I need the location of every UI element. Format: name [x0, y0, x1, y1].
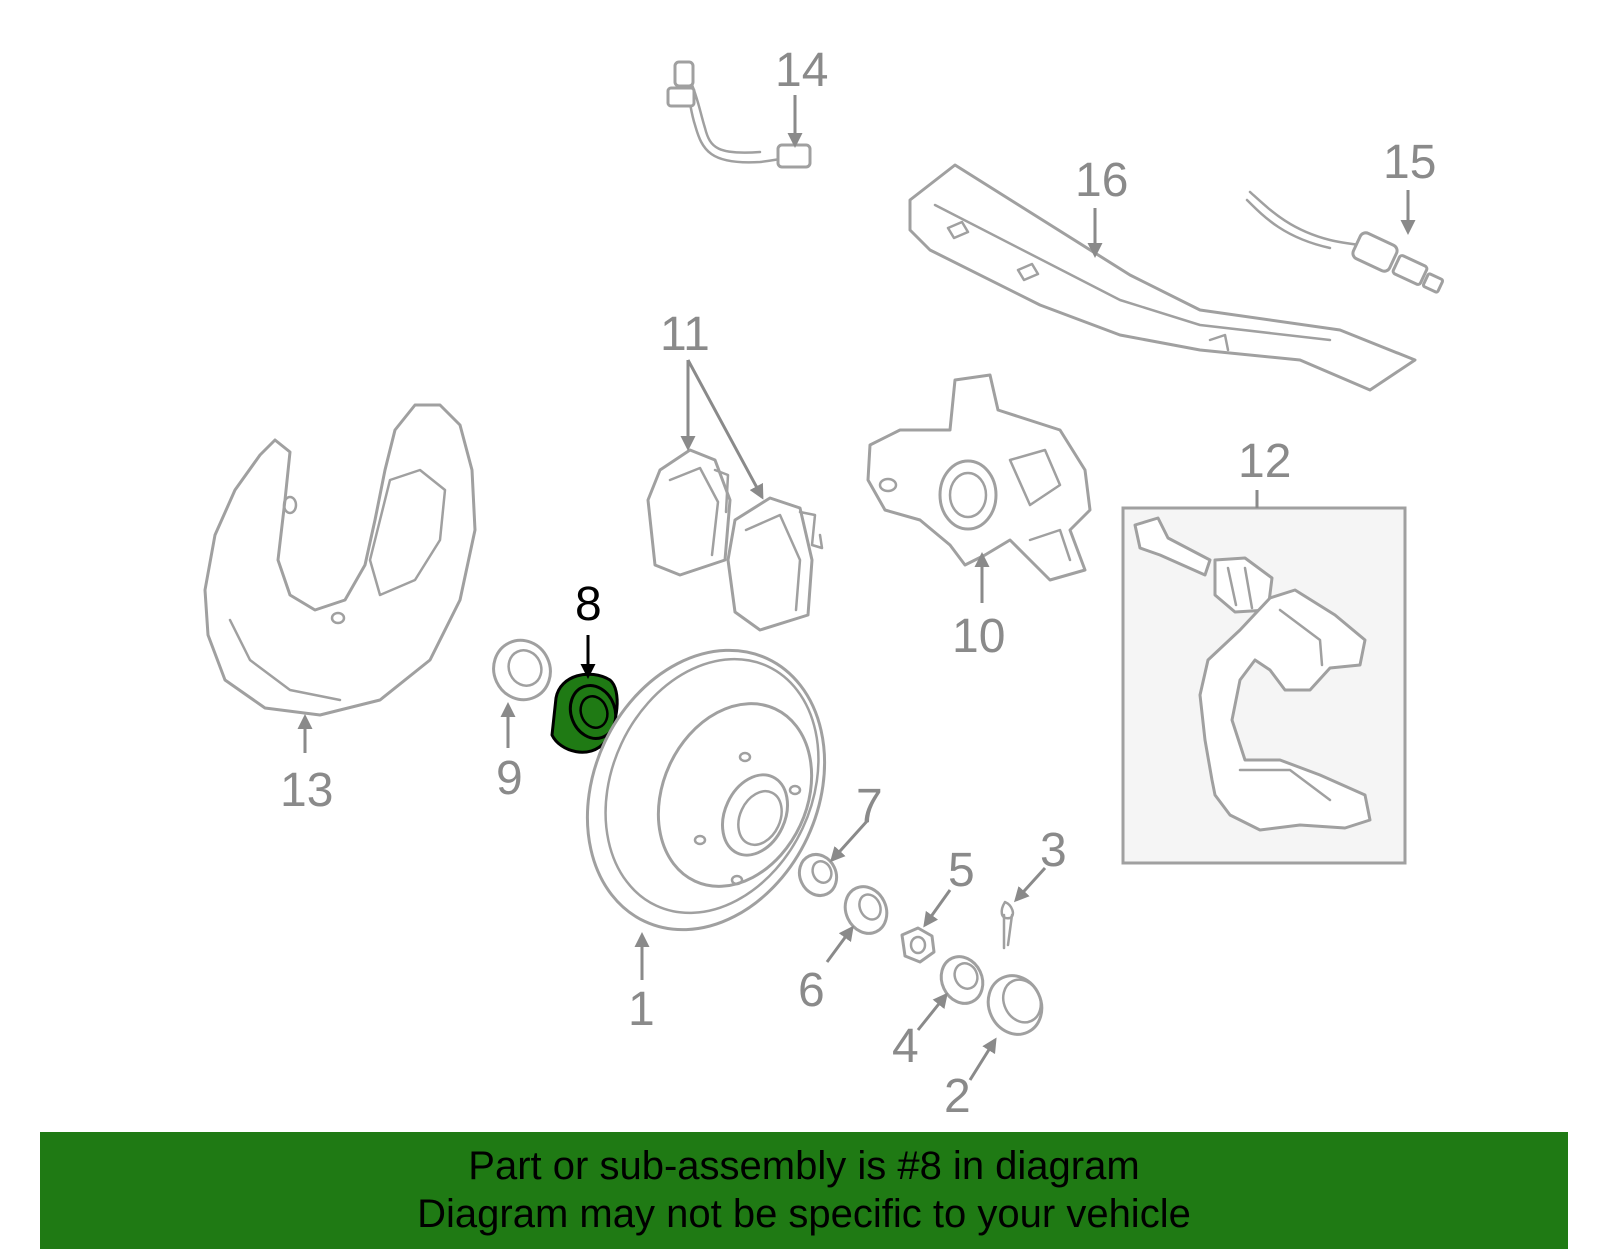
grease-cap-2[interactable] — [979, 967, 1051, 1043]
callout-11[interactable]: 11 — [660, 308, 710, 361]
callout-5[interactable]: 5 — [948, 844, 975, 897]
callout-13[interactable]: 13 — [280, 764, 333, 817]
callout-3[interactable]: 3 — [1040, 824, 1067, 877]
banner-line-disclaimer: Diagram may not be specific to your vehi… — [417, 1192, 1191, 1236]
splash-shield-13[interactable] — [203, 403, 477, 717]
cotter-pin-3[interactable] — [1000, 900, 1015, 950]
callout-14[interactable]: 14 — [775, 44, 828, 97]
callout-4[interactable]: 4 — [892, 1020, 919, 1073]
leader-lines — [297, 95, 1416, 1081]
hub-nut-5[interactable] — [900, 926, 936, 964]
outer-bearing-6[interactable] — [838, 880, 895, 940]
brake-rotor-1[interactable] — [543, 611, 869, 968]
caliper-10[interactable] — [866, 373, 1092, 582]
callout-12[interactable]: 12 — [1238, 435, 1291, 488]
abs-sensor-15[interactable] — [1245, 190, 1445, 294]
wheel-bearing-8[interactable] — [550, 672, 623, 754]
callout-numbers: 14 16 15 11 12 10 13 9 8 1 7 6 5 3 4 2 — [280, 44, 1436, 1123]
callout-16[interactable]: 16 — [1075, 154, 1128, 207]
callout-10[interactable]: 10 — [952, 610, 1005, 663]
bearing-race-7[interactable] — [793, 848, 843, 901]
seal-9[interactable] — [484, 631, 560, 709]
callout-8[interactable]: 8 — [575, 578, 602, 631]
callout-2[interactable]: 2 — [944, 1070, 971, 1123]
callout-6[interactable]: 6 — [798, 964, 825, 1017]
callout-9[interactable]: 9 — [496, 752, 523, 805]
banner-line-part: Part or sub-assembly is #8 in diagram — [468, 1144, 1140, 1188]
info-banner: Part or sub-assembly is #8 in diagram Di… — [40, 1132, 1568, 1249]
callout-1[interactable]: 1 — [628, 983, 655, 1036]
shield-bracket-16[interactable] — [908, 163, 1417, 392]
brake-pads-11[interactable] — [646, 448, 824, 632]
callout-7[interactable]: 7 — [856, 780, 883, 833]
brake-hose-14[interactable] — [666, 60, 812, 169]
caliper-bracket-kit-12[interactable] — [1121, 506, 1407, 865]
nut-retainer-4[interactable] — [934, 950, 991, 1010]
callout-15[interactable]: 15 — [1383, 136, 1436, 189]
